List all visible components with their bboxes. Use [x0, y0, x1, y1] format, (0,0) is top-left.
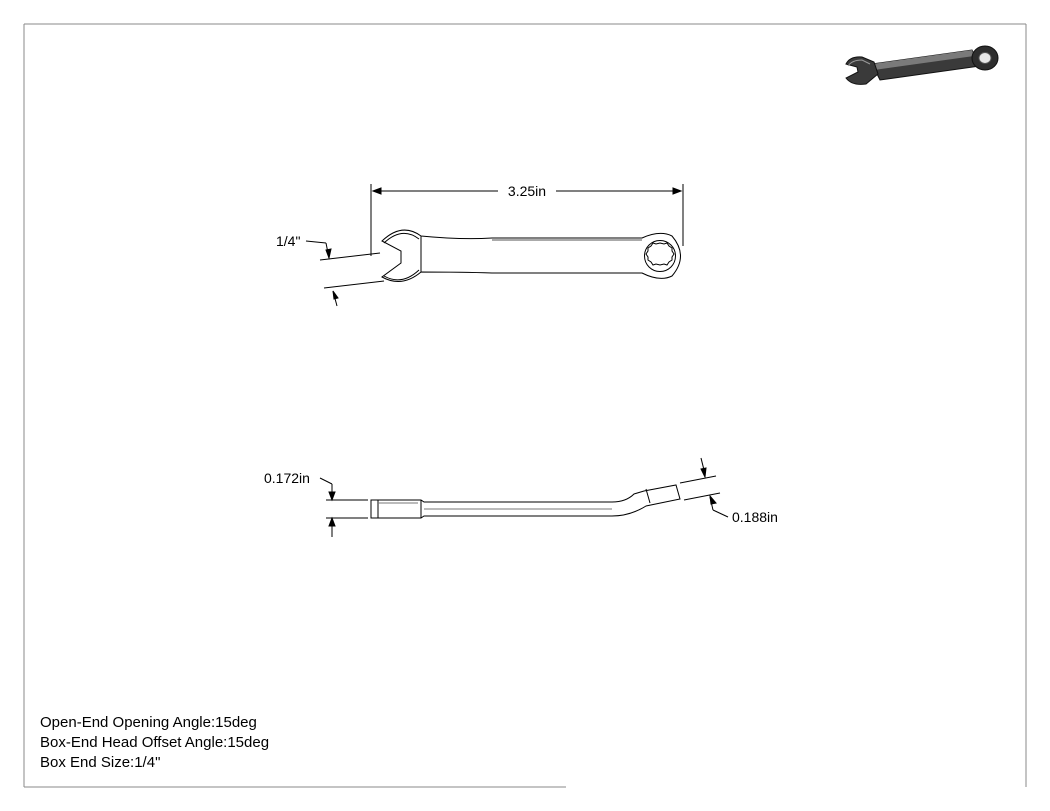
open-end-thickness-dimension: [319, 477, 368, 537]
note-box-end-offset-angle: Box-End Head Offset Angle:15deg: [40, 734, 270, 751]
wrench-top-view: [381, 229, 681, 282]
wrench-side-view: [370, 484, 681, 519]
open-end-thickness-label: 0.172in: [264, 470, 310, 486]
drawing-notes: Open-End Opening Angle:15deg Box-End Hea…: [40, 713, 269, 773]
box-end-thickness-label: 0.188in: [732, 509, 778, 525]
sheet-border: [23, 23, 1027, 788]
overall-length-label: 3.25in: [508, 183, 546, 199]
note-open-end-angle: Open-End Opening Angle:15deg: [40, 714, 257, 731]
open-end-size-label: 1/4": [276, 233, 300, 249]
box-end-thickness-dimension: [679, 457, 729, 518]
note-box-end-size: Box End Size:1/4": [40, 754, 161, 771]
open-end-size-dimension: [305, 240, 385, 307]
wrench-iso-preview: [845, 45, 999, 85]
overall-length-dimension: [370, 184, 684, 256]
